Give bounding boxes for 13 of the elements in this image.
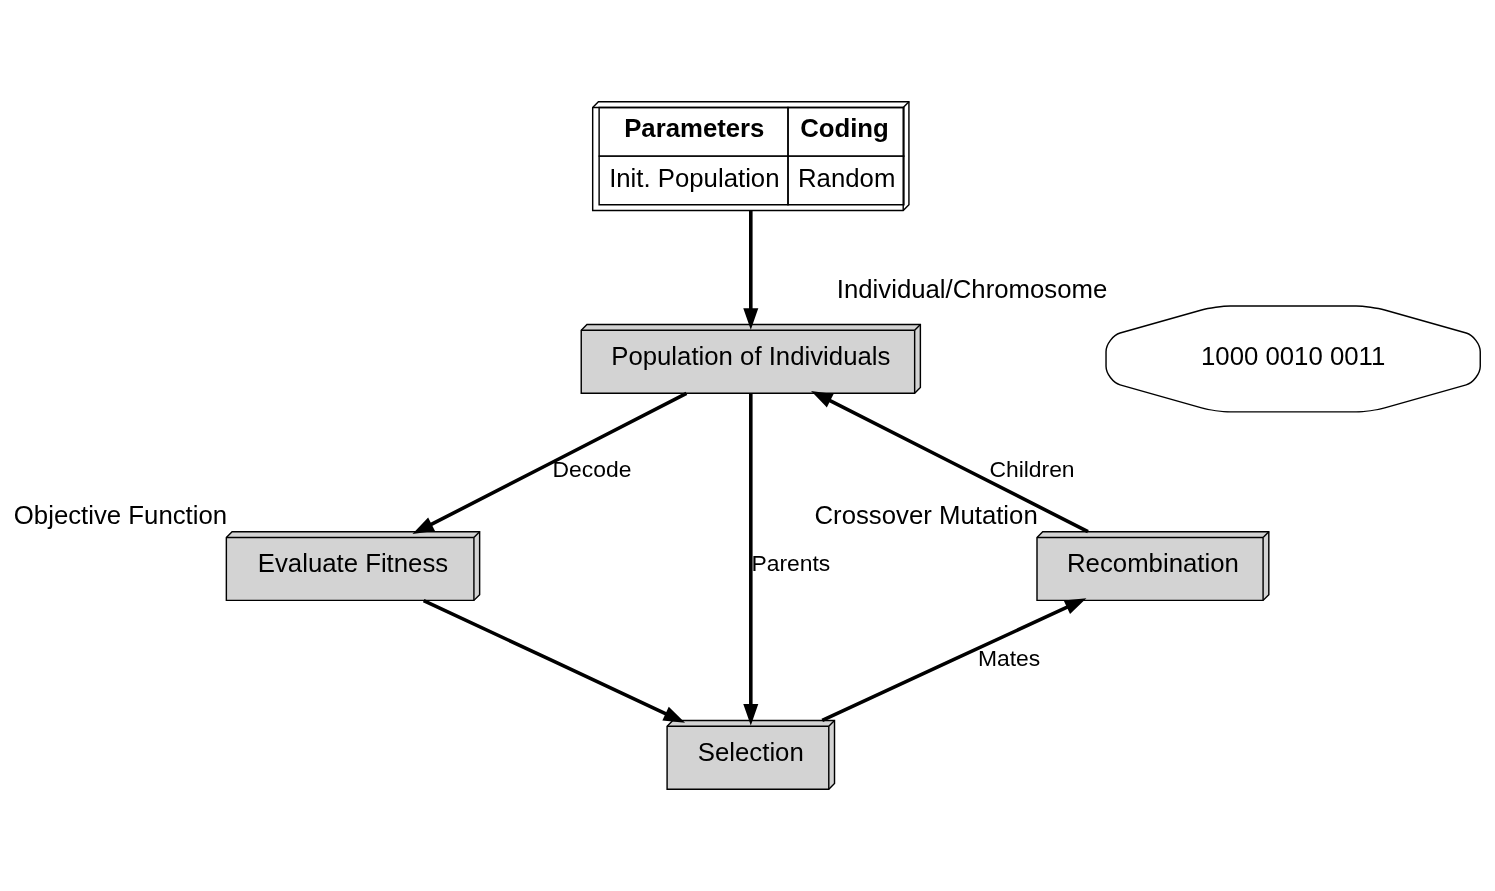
- edge-label: Decode: [552, 456, 632, 483]
- edge-label: Mates: [977, 644, 1041, 671]
- arrow: [412, 391, 688, 535]
- node-label: Individual/Chromosome: [836, 275, 1108, 304]
- edge-label: Parents: [751, 550, 831, 577]
- arrow: [743, 393, 759, 726]
- node-label: Objective Function: [13, 500, 228, 529]
- arrow: [743, 210, 759, 330]
- arrow: [811, 390, 1089, 534]
- node-label: Crossover Mutation: [814, 500, 1038, 529]
- arrow: [422, 598, 686, 723]
- edge-label: Children: [989, 456, 1075, 483]
- arrow: [821, 598, 1087, 723]
